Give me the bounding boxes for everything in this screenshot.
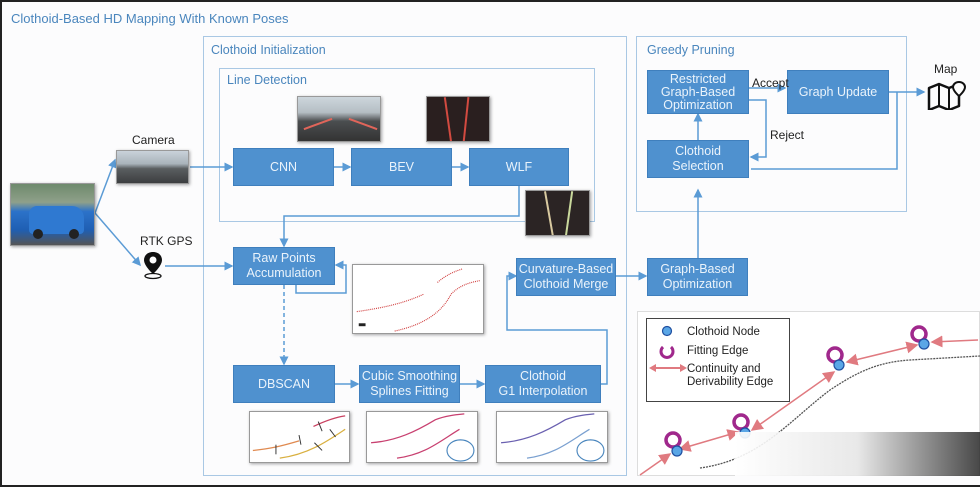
legend-fitting-label: Fitting Edge xyxy=(687,345,749,357)
panel-title-greedy-pruning: Greedy Pruning xyxy=(647,43,735,57)
clothoid-merge-box[interactable]: Curvature-Based Clothoid Merge xyxy=(516,258,616,296)
cnn-output-image xyxy=(297,96,381,142)
raw-points-box[interactable]: Raw Points Accumulation xyxy=(233,247,335,285)
camera-image xyxy=(116,150,189,184)
graph-legend: Clothoid Node Fitting Edge Continuity an… xyxy=(646,318,790,402)
graph-update-box[interactable]: Graph Update xyxy=(787,70,889,114)
vehicle-photo xyxy=(10,183,95,246)
gps-label: RTK GPS xyxy=(140,234,193,248)
dbscan-box[interactable]: DBSCAN xyxy=(233,365,335,403)
clothoid-selection-box[interactable]: Clothoid Selection xyxy=(647,140,749,178)
bev-box[interactable]: BEV xyxy=(351,148,452,186)
wlf-image xyxy=(525,190,590,236)
fitting-edge-icon xyxy=(659,345,675,359)
panel-title-initialization: Clothoid Initialization xyxy=(211,43,326,57)
map-label: Map xyxy=(934,62,958,76)
map-icon xyxy=(927,80,967,110)
camera-label: Camera xyxy=(132,133,175,147)
dbscan-plot xyxy=(249,411,350,463)
cnn-box[interactable]: CNN xyxy=(233,148,334,186)
splines-box[interactable]: Cubic Smoothing Splines Fitting xyxy=(359,365,460,403)
accept-label: Accept xyxy=(752,76,789,90)
bev-image xyxy=(426,96,490,142)
panel-title-line-detection: Line Detection xyxy=(227,73,307,87)
splines-plot xyxy=(366,411,478,463)
graph-plot-fade xyxy=(735,432,980,476)
restricted-optimization-box[interactable]: Restricted Graph-Based Optimization xyxy=(647,70,749,114)
raw-points-plot xyxy=(352,264,484,334)
figure-title: Clothoid-Based HD Mapping With Known Pos… xyxy=(11,11,289,26)
g1-interpolation-plot xyxy=(496,411,608,463)
reject-label: Reject xyxy=(770,128,805,142)
gps-pin-icon xyxy=(144,252,162,280)
wlf-box[interactable]: WLF xyxy=(469,148,569,186)
continuity-edge-icon xyxy=(649,364,687,372)
panel-greedy-pruning xyxy=(636,36,907,212)
clothoid-node-icon xyxy=(661,325,673,337)
legend-continuity-label: Continuity and Derivability Edge xyxy=(687,363,774,388)
legend-node-label: Clothoid Node xyxy=(687,326,760,338)
panel-clothoid-initialization xyxy=(203,36,627,476)
graph-based-optimization-box[interactable]: Graph-Based Optimization xyxy=(647,258,748,296)
g1-interpolation-box[interactable]: Clothoid G1 Interpolation xyxy=(485,365,601,403)
